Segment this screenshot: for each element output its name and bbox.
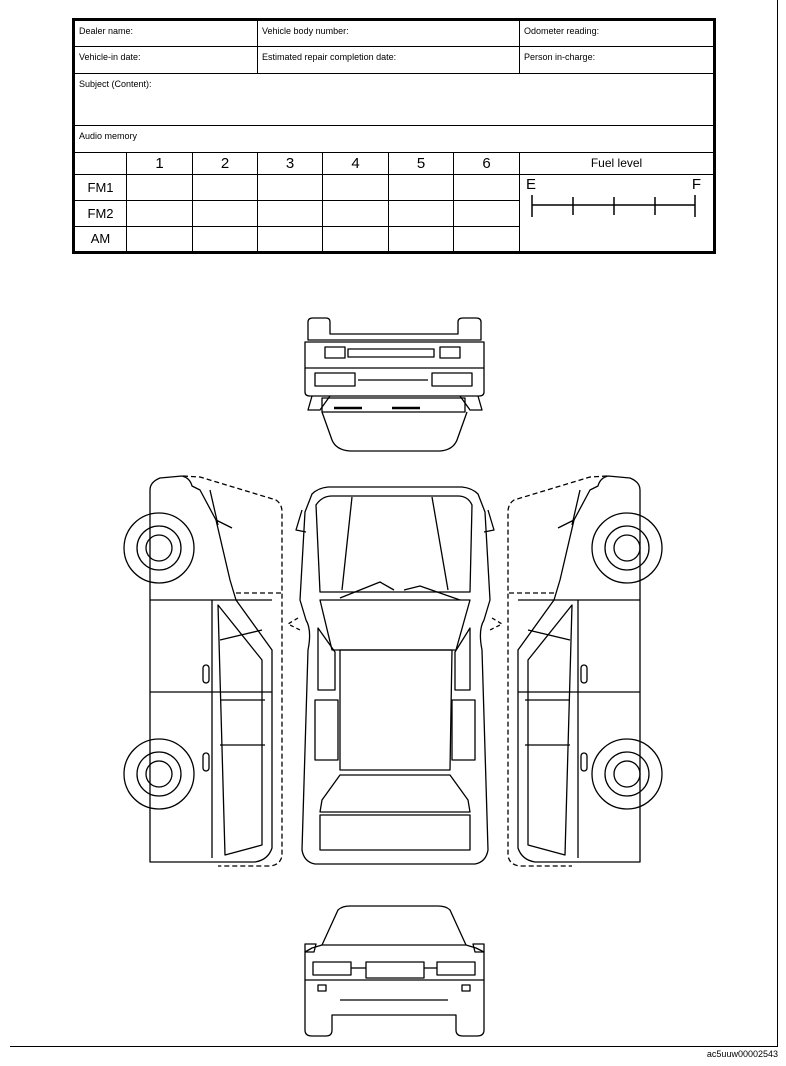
rear-top-view[interactable] [304,317,485,452]
vehicle-check-form: Dealer name: Vehicle body number: Odomet… [72,18,717,254]
band-label: FM1 [73,173,127,201]
band-label: AM [73,225,127,254]
dealer-name-field[interactable]: Dealer name: [72,18,259,48]
preset-number: 4 [322,151,390,175]
fuel-empty-label: E [526,175,537,193]
right-side-view[interactable] [507,475,663,867]
front-view[interactable] [304,905,485,1037]
fuel-gauge-cell[interactable]: E F [519,173,716,254]
vehicle-in-date-field[interactable]: Vehicle-in date: [72,46,259,75]
odometer-reading-label: Odometer reading: [524,26,600,36]
preset-cell[interactable] [191,225,259,254]
top-view[interactable] [287,486,503,865]
preset-cell[interactable] [322,199,390,227]
estimated-completion-label: Estimated repair completion date: [262,52,397,63]
vehicle-body-number-label: Vehicle body number: [262,26,349,36]
preset-cell[interactable] [257,173,324,201]
preset-cell[interactable] [126,173,193,201]
person-in-charge-label: Person in-charge: [524,52,596,63]
audio-memory-header: Audio memory [72,125,716,153]
preset-cell[interactable] [257,225,324,254]
vehicle-in-date-label: Vehicle-in date: [79,52,141,63]
sheet-border-bottom [10,1046,778,1047]
odometer-reading-field[interactable]: Odometer reading: [519,18,716,48]
fuel-gauge-scale [531,194,696,217]
vehicle-body-number-field[interactable]: Vehicle body number: [257,18,521,48]
sheet-border-right [777,0,778,1046]
subject-field[interactable]: Subject (Content): [72,73,716,127]
left-side-view[interactable] [123,475,283,867]
preset-cell[interactable] [388,225,455,254]
audio-memory-label: Audio memory [79,131,138,142]
dealer-name-label: Dealer name: [79,26,134,36]
fuel-full-label: F [691,175,702,193]
preset-cell[interactable] [126,199,193,227]
subject-label: Subject (Content): [79,79,152,90]
preset-cell[interactable] [453,225,521,254]
preset-cell[interactable] [388,173,455,201]
preset-number: 2 [191,151,259,175]
figure-code: ac5uuw00002543 [706,1049,778,1059]
